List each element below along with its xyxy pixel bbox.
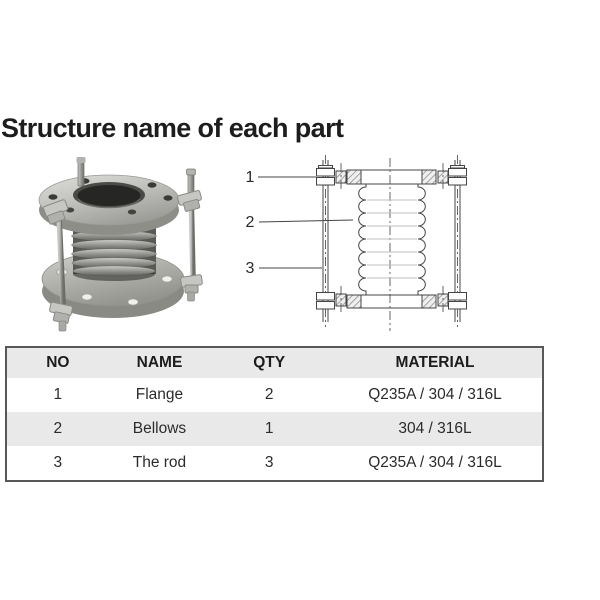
photo-studs	[76, 157, 196, 199]
diagram-bottom-flange	[346, 294, 437, 309]
table-row: 1 Flange 2 Q235A / 304 / 316L	[6, 378, 543, 412]
col-header-material: MATERIAL	[327, 347, 543, 378]
product-photo	[38, 157, 203, 332]
cell-qty: 3	[264, 454, 274, 471]
col-header-no: NO	[6, 347, 109, 378]
cell-no: 1	[53, 386, 63, 403]
bolt-hole	[127, 298, 139, 306]
cell-name: Flange	[135, 386, 184, 403]
cell-qty: 2	[264, 386, 274, 403]
diagram-washers	[335, 163, 449, 315]
technical-diagram: 1 2 3	[246, 155, 467, 331]
col-header-qty: QTY	[210, 347, 328, 378]
table-row: 2 Bellows 1 304 / 316L	[6, 412, 543, 446]
diagram-top-flange	[346, 169, 437, 185]
bolt-hole	[81, 293, 93, 301]
flange-bore-hole	[77, 185, 141, 206]
col-header-name: NAME	[108, 347, 211, 378]
page-title: Structure name of each part	[1, 113, 344, 143]
cell-name: Bellows	[108, 412, 211, 446]
table-row: 3 The rod 3 Q235A / 304 / 316L	[6, 446, 543, 481]
cell-no: 2	[6, 412, 109, 446]
callout-3: 3	[246, 260, 322, 277]
callout-1-label: 1	[246, 169, 255, 186]
diagram-nuts	[316, 165, 467, 310]
callout-1: 1	[246, 169, 316, 186]
bolt-hole	[161, 275, 173, 283]
bolt-hole	[147, 182, 157, 188]
photo-top-flange	[38, 174, 180, 235]
cell-no: 3	[53, 454, 63, 471]
cell-material: 304 / 316L	[327, 412, 543, 446]
photo-tie-rod-left	[43, 199, 73, 332]
cell-material: Q235A / 304 / 316L	[368, 454, 502, 471]
photo-tie-rod-right	[177, 190, 203, 302]
parts-table: NO NAME QTY MATERIAL 1 Flange 2 Q235A / …	[5, 346, 544, 482]
cell-material: Q235A / 304 / 316L	[368, 386, 502, 403]
bolt-hole	[48, 194, 58, 200]
cell-name: The rod	[132, 454, 187, 471]
bolt-hole	[163, 195, 173, 201]
cell-qty: 1	[210, 412, 328, 446]
diagram-bellows	[358, 184, 426, 295]
leader-line-2	[258, 219, 354, 223]
table-header-row: NO NAME QTY MATERIAL	[6, 347, 543, 378]
bolt-hole	[127, 209, 137, 215]
callout-2: 2	[246, 214, 354, 231]
callout-3-label: 3	[246, 260, 255, 277]
callout-2-label: 2	[246, 214, 255, 231]
